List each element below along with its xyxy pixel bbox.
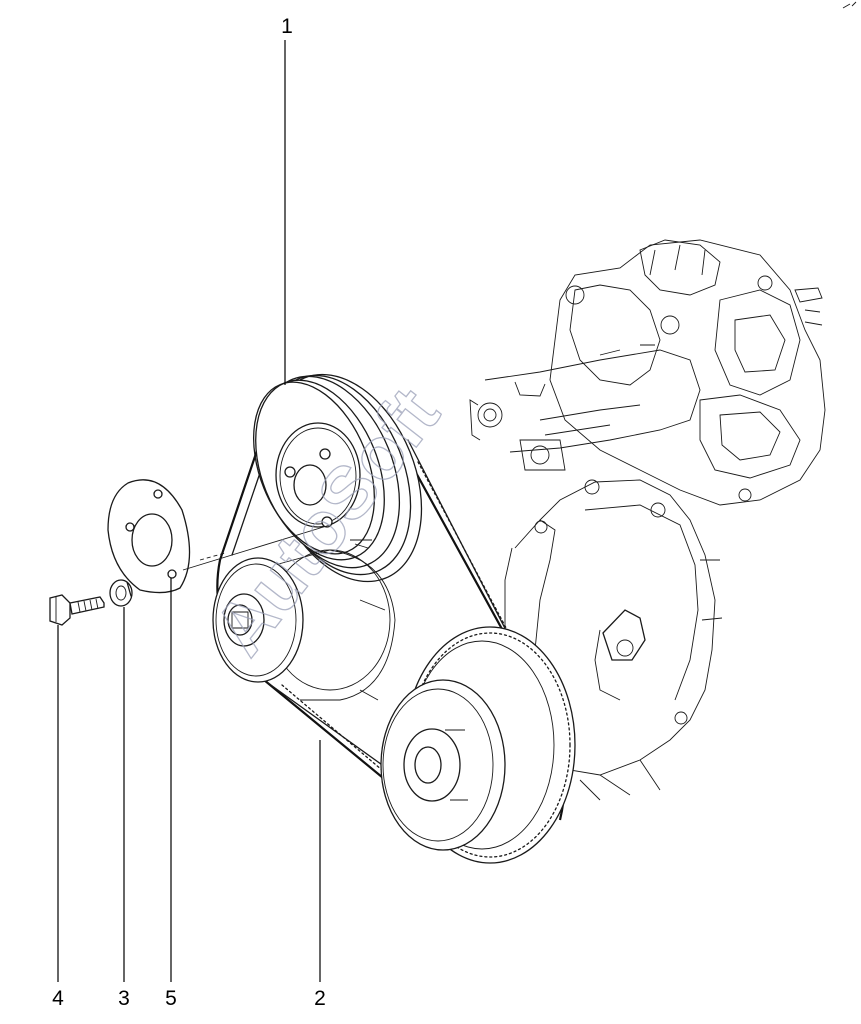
crankshaft-pulley	[380, 626, 576, 864]
alignment-line	[182, 524, 331, 571]
engine-block	[469, 239, 826, 801]
callout-4: 4	[52, 987, 64, 1010]
spring-washer	[109, 579, 133, 607]
bolt	[49, 594, 105, 626]
callout-5: 5	[165, 987, 177, 1010]
callout-labels: 1 2 3 4 5	[52, 15, 326, 1010]
water-pump-pulley	[252, 373, 423, 583]
corner-mark	[842, 1, 857, 9]
alternator-pulley	[212, 549, 396, 701]
callout-3: 3	[118, 987, 130, 1010]
callout-2: 2	[314, 987, 326, 1010]
leader-lines	[57, 40, 321, 982]
pulley-flange	[107, 479, 191, 594]
callout-1: 1	[281, 15, 293, 38]
